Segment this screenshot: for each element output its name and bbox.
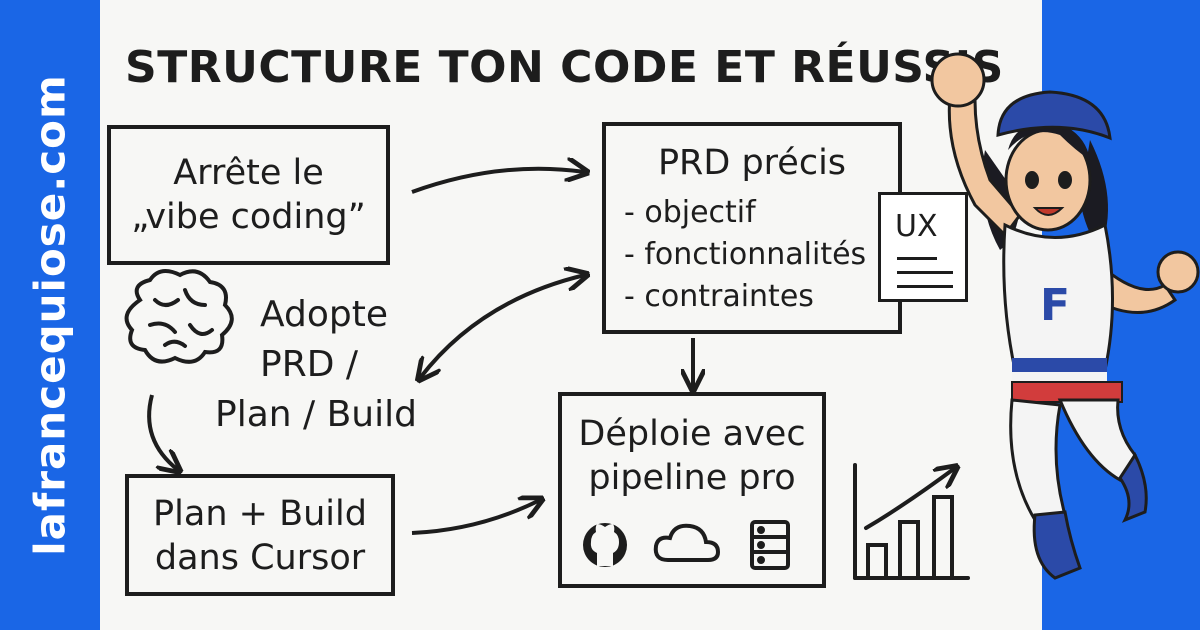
prd-item-contraintes: - contraintes [624, 279, 814, 314]
box-prd-heading: PRD précis [657, 143, 847, 183]
prd-item-objectif: - objectif [624, 195, 756, 230]
adopt-text: Adopte PRD / Plan / Build [215, 290, 417, 440]
doc-line [897, 285, 953, 288]
box-stop-vibe-line1: Arrête le [173, 153, 324, 193]
box-deploy: Déploie avec pipeline pro [558, 392, 826, 588]
box-deploy-line2: pipeline pro [588, 458, 796, 498]
doc-line [897, 271, 953, 274]
box-stop-vibe-line2: „vibe coding” [131, 197, 366, 237]
box-deploy-line1: Déploie avec [578, 414, 806, 454]
box-prd: PRD précis - objectif - fonctionnalités … [602, 122, 902, 334]
page-title: STRUCTURE TON CODE ET RÉUSSIS [125, 42, 1004, 93]
left-brand-band [0, 0, 100, 630]
box-plan-build: Plan + Build dans Cursor [125, 474, 395, 596]
ux-document-icon: UX [878, 192, 968, 302]
adopt-line2: PRD / [260, 344, 359, 385]
site-url-label: lafrancequiose.com [25, 74, 75, 556]
right-brand-band [1042, 0, 1200, 630]
adopt-line3: Plan / Build [215, 394, 417, 435]
ux-document-label: UX [895, 209, 938, 244]
adopt-line1: Adopte [260, 294, 388, 335]
box-plan-build-line1: Plan + Build [153, 494, 367, 534]
doc-line [897, 257, 937, 260]
box-stop-vibe-coding: Arrête le „vibe coding” [107, 125, 390, 265]
prd-item-list: - objectif - fonctionnalités - contraint… [624, 192, 898, 318]
prd-item-fonctionnalites: - fonctionnalités [624, 237, 867, 272]
box-plan-build-line2: dans Cursor [154, 538, 366, 578]
